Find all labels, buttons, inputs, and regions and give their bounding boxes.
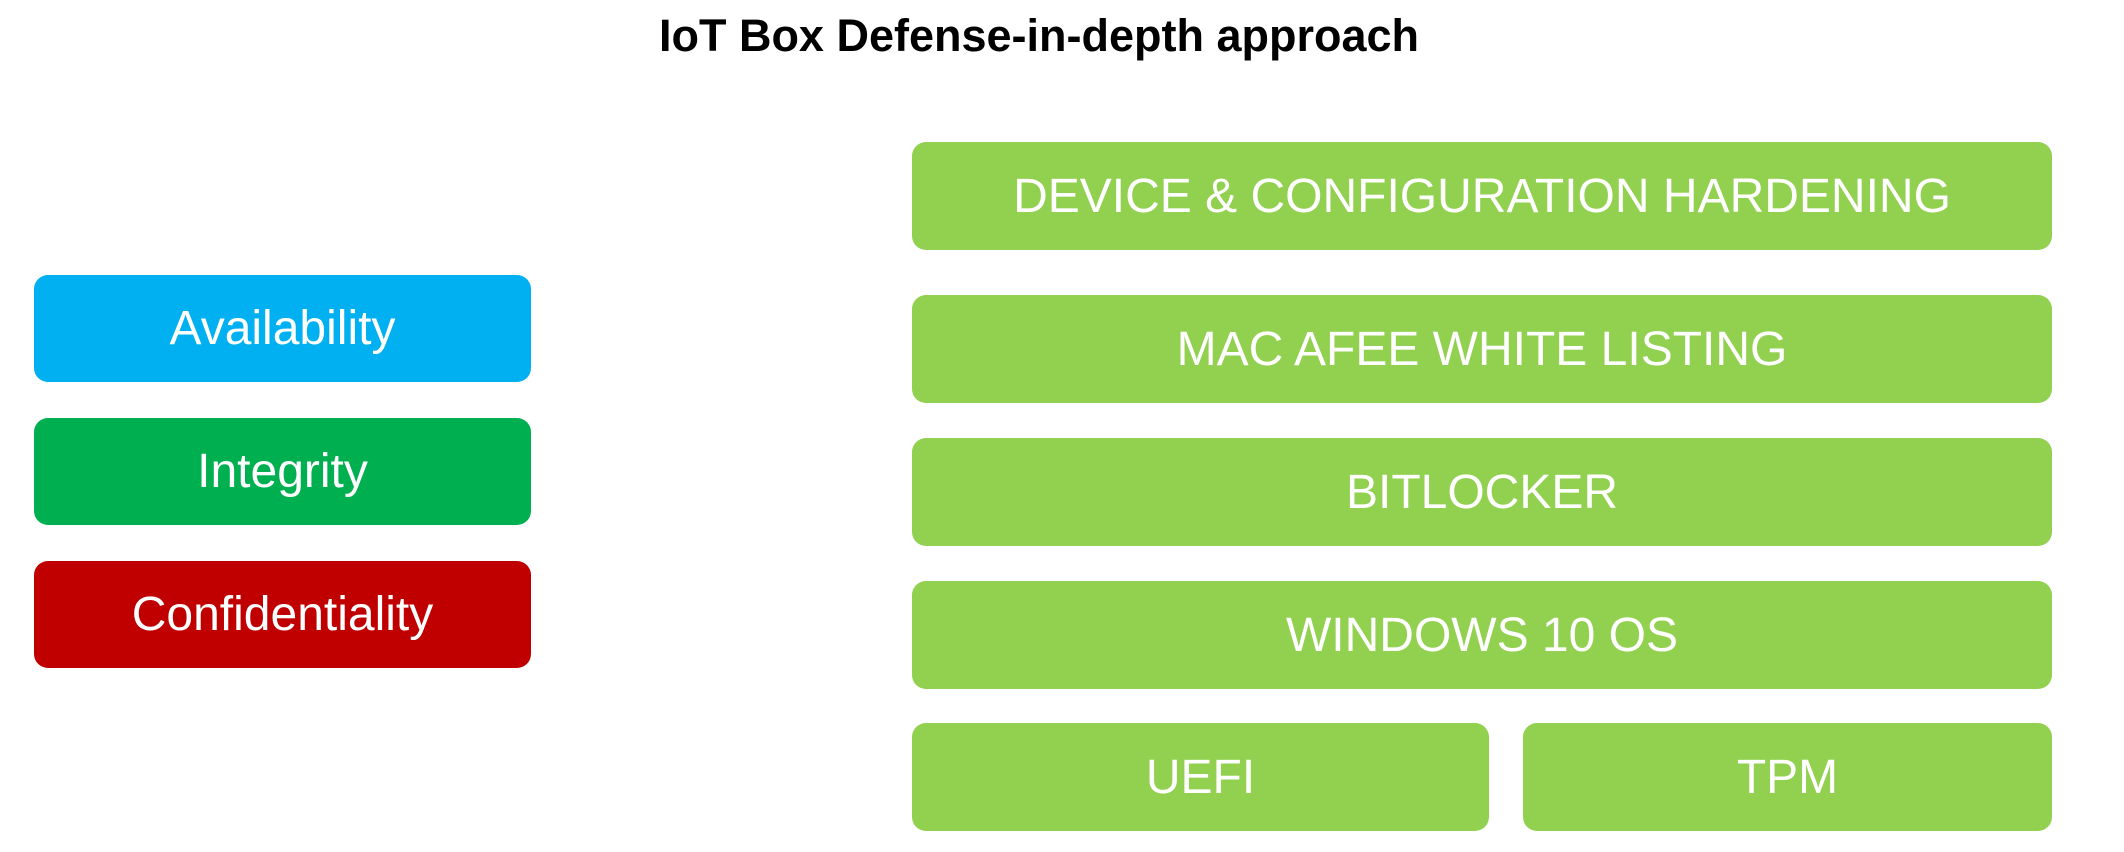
layer-device-hardening: DEVICE & CONFIGURATION HARDENING bbox=[912, 142, 2052, 250]
layer-tpm: TPM bbox=[1523, 723, 2052, 831]
principle-integrity: Integrity bbox=[34, 418, 531, 525]
diagram-title: IoT Box Defense-in-depth approach bbox=[658, 10, 1420, 61]
layer-uefi: UEFI bbox=[912, 723, 1489, 831]
principle-confidentiality: Confidentiality bbox=[34, 561, 531, 668]
layer-bitlocker: BITLOCKER bbox=[912, 438, 2052, 546]
layer-windows-10-os: WINDOWS 10 OS bbox=[912, 581, 2052, 689]
layer-mcafee-whitelisting: MAC AFEE WHITE LISTING bbox=[912, 295, 2052, 403]
principle-availability: Availability bbox=[34, 275, 531, 382]
